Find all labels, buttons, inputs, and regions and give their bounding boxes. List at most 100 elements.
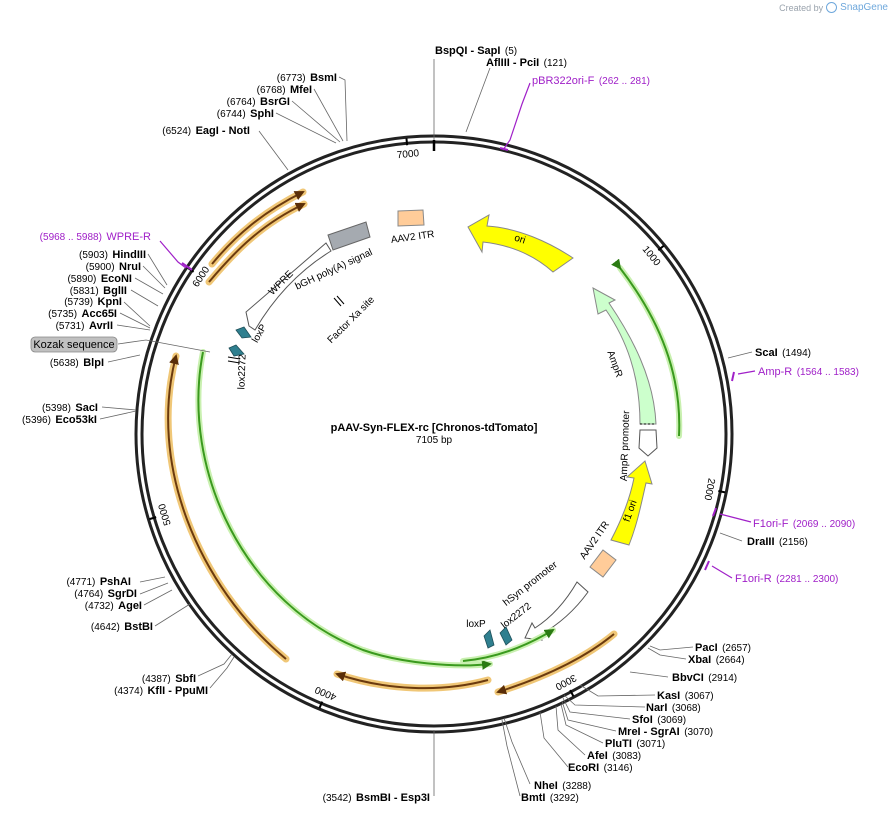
cds-orange-top-1 — [211, 191, 305, 265]
cds-arcs — [164, 188, 683, 696]
site-label[interactable]: (4771) PshAI — [66, 572, 131, 589]
ampr-arrow — [592, 287, 657, 425]
f1-ori-arrow — [610, 460, 653, 546]
tick-label: 7000 — [396, 148, 420, 161]
site-label[interactable]: MreI - SgrAI (3070) — [618, 722, 713, 739]
site-position: (5903) — [79, 250, 108, 261]
site-label[interactable]: NheI (3288) — [534, 776, 591, 793]
feature-lox-left[interactable]: loxP lox2272 — [227, 322, 270, 390]
site-label[interactable]: (5731) AvrII — [56, 316, 113, 333]
primer-position: (2069 .. 2090) — [793, 519, 855, 530]
site-label[interactable]: (6744) SphI — [217, 104, 274, 121]
credit-brand: SnapGene — [840, 2, 888, 13]
kozak-label: Kozak sequence — [33, 339, 114, 351]
site-label[interactable]: (4764) SgrDI — [74, 584, 137, 601]
leader-mfei — [313, 88, 344, 142]
site-name: BbvCI — [672, 672, 704, 684]
primer-name: pBR322ori-F — [532, 75, 595, 87]
kozak-badge[interactable]: Kozak sequence — [30, 336, 118, 353]
primer-position: (262 .. 281) — [599, 76, 650, 87]
site-position: (4387) — [142, 674, 171, 685]
site-label[interactable]: ScaI (1494) — [755, 343, 811, 360]
site-name: PluTI — [605, 738, 632, 750]
site-position: (1494) — [782, 348, 811, 359]
site-label[interactable]: (5398) SacI — [42, 398, 98, 415]
feature-aav2-itr-right[interactable]: AAV2 ITR — [578, 520, 617, 578]
site-label[interactable]: AfeI (3083) — [587, 746, 641, 763]
site-label[interactable]: (4374) KflI - PpuMI — [114, 681, 208, 698]
site-name: AvrII — [89, 320, 113, 332]
site-label[interactable]: BbvCI (2914) — [672, 668, 737, 685]
loxp-right-label: loxP — [466, 619, 486, 630]
cds-orange-left — [167, 354, 287, 660]
site-separator: - — [219, 125, 229, 137]
site-label[interactable]: (4732) AgeI — [85, 596, 142, 613]
site-position: (3068) — [672, 703, 701, 714]
site-label[interactable]: BspQI - SapI (5) — [435, 41, 517, 58]
site-name: SacI — [75, 402, 98, 414]
site-position: (5739) — [64, 297, 93, 308]
site-label[interactable]: XbaI (2664) — [688, 650, 745, 667]
primer-label[interactable]: pBR322ori-F (262 .. 281) — [532, 71, 650, 88]
feature-ampr-promoter[interactable]: AmpR promoter — [619, 410, 658, 482]
site-label[interactable]: NarI (3068) — [646, 698, 701, 715]
site-label[interactable]: (4387) SbfI — [142, 669, 196, 686]
feature-ori[interactable]: ori — [467, 214, 574, 273]
site-label[interactable]: (4642) BstBI — [91, 617, 153, 634]
primer-label[interactable]: F1ori-R (2281 .. 2300) — [735, 569, 838, 586]
site-name: BlpI — [83, 357, 104, 369]
site-label[interactable]: BmtI (3292) — [521, 788, 579, 805]
site-label[interactable]: AflIII - PciI (121) — [486, 53, 567, 70]
feature-factor-xa[interactable]: Factor Xa site — [326, 294, 378, 346]
cds-orange-top-halo-2 — [205, 200, 308, 286]
site-label[interactable]: (6773) BsmI — [277, 68, 337, 85]
site-label[interactable]: KasI (3067) — [657, 686, 714, 703]
site-label[interactable]: DraIII (2156) — [747, 532, 808, 549]
feature-bgh-polya[interactable]: bGH poly(A) signal — [294, 221, 375, 292]
site-label[interactable]: (5890) EcoNI — [67, 269, 132, 286]
site-position: (5731) — [56, 321, 85, 332]
feature-hsyn-promoter[interactable]: hSyn promoter — [501, 559, 589, 641]
feature-wpre[interactable]: WPRE — [245, 242, 332, 331]
site-name: BstBI — [124, 621, 153, 633]
site-label[interactable]: EcoRI (3146) — [568, 758, 633, 775]
site-name: NruI — [119, 261, 141, 273]
site-label[interactable]: SfoI (3069) — [632, 710, 686, 727]
site-label[interactable]: (5831) BglII — [70, 281, 127, 298]
site-label[interactable]: PacI (2657) — [695, 638, 751, 655]
primer-label[interactable]: F1ori-F (2069 .. 2090) — [753, 514, 855, 531]
wpre-arrow — [245, 242, 332, 331]
site-name-alt: PpuMI — [175, 685, 208, 697]
site-label[interactable]: (6768) MfeI — [257, 80, 312, 97]
leader-kfli — [209, 656, 235, 689]
site-position: (3542) — [323, 793, 352, 804]
feature-f1-ori[interactable]: f1 ori — [610, 460, 653, 546]
site-label[interactable]: (5638) BlpI — [50, 353, 104, 370]
feature-lox-right[interactable]: lox2272 loxP — [466, 601, 534, 649]
ori-arrow — [467, 214, 574, 273]
site-position: (5398) — [42, 403, 71, 414]
site-label[interactable]: (5900) NruI — [86, 257, 141, 274]
site-label[interactable]: (6524) EagI - NotI — [162, 121, 250, 138]
primer-label[interactable]: (5968 .. 5988) WPRE-R — [40, 227, 151, 244]
site-separator: - — [165, 685, 175, 697]
site-label[interactable]: (6764) BsrGI — [227, 92, 290, 109]
site-name: Eco53kI — [55, 414, 97, 426]
site-separator: - — [510, 57, 520, 69]
primer-name: F1ori-F — [753, 518, 789, 530]
site-label[interactable]: (5396) Eco53kI — [22, 410, 97, 427]
primer-markers — [159, 82, 756, 579]
site-label[interactable]: (5739) KpnI — [64, 292, 122, 309]
primer-label[interactable]: Amp-R (1564 .. 1583) — [758, 362, 859, 379]
site-label[interactable]: PluTI (3071) — [605, 734, 665, 751]
feature-aav2-itr-top[interactable]: AAV2 ITR — [390, 209, 435, 246]
leader-hindiii — [147, 253, 168, 286]
site-label[interactable]: (5903) HindIII — [79, 245, 146, 262]
primer-line-pbr322 — [502, 82, 531, 151]
site-label[interactable]: (5735) Acc65I — [48, 304, 117, 321]
leader-scai — [727, 351, 753, 359]
site-label[interactable]: (3542) BsmBI - Esp3I — [323, 788, 430, 805]
site-name: DraIII — [747, 536, 775, 548]
aav2-itr-right-box — [589, 549, 617, 578]
site-position: (5735) — [48, 309, 77, 320]
